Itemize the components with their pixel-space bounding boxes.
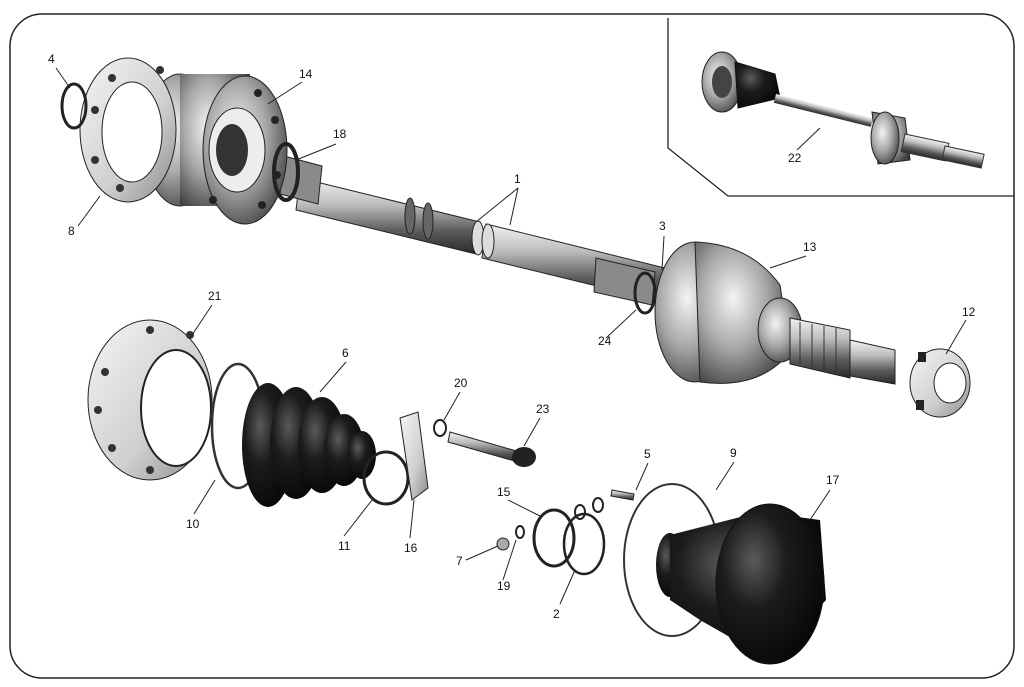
part-label-6: 6 xyxy=(342,346,349,360)
part-label-17: 17 xyxy=(826,473,840,487)
drawing-frame xyxy=(9,13,1015,679)
part-label-4: 4 xyxy=(48,52,55,66)
part-label-14: 14 xyxy=(299,67,313,81)
leader-line-7 xyxy=(465,545,499,561)
leader-line-16 xyxy=(409,499,415,539)
flange-plate xyxy=(79,57,177,203)
socket-bolt xyxy=(447,431,536,467)
part-label-8: 8 xyxy=(68,224,75,238)
leader-line-5 xyxy=(635,462,649,491)
nut-small xyxy=(496,537,510,551)
spacer-ring xyxy=(633,271,657,315)
part-label-10: 10 xyxy=(186,517,200,531)
circlip-flange xyxy=(60,82,88,130)
small-clamp xyxy=(362,450,410,506)
leader-line-21 xyxy=(189,304,213,339)
leader-line-14 xyxy=(267,81,303,105)
part-label-1: 1 xyxy=(514,172,521,186)
part-label-18: 18 xyxy=(333,127,347,141)
leader-line-1 xyxy=(509,187,519,226)
part-label-15: 15 xyxy=(497,485,511,499)
leader-line-15 xyxy=(507,499,541,517)
small-screw xyxy=(610,489,635,501)
washer-small xyxy=(515,525,525,539)
part-label-11: 11 xyxy=(338,539,351,553)
outer-boot xyxy=(656,503,826,665)
part-label-20: 20 xyxy=(454,376,468,390)
part-label-5: 5 xyxy=(644,447,651,461)
inset-label: 22 xyxy=(788,151,802,165)
leader-line-17 xyxy=(809,489,831,521)
o-ring xyxy=(433,419,447,437)
inset-assembled-shaft xyxy=(701,51,985,169)
leader-line-13 xyxy=(769,255,807,269)
leader-line-1 xyxy=(475,187,519,223)
part-label-21: 21 xyxy=(208,289,222,303)
boot-flange xyxy=(87,319,213,481)
outer-cv-joint xyxy=(654,241,896,385)
part-label-3: 3 xyxy=(659,219,666,233)
leader-line-24 xyxy=(605,309,637,339)
leader-line-23 xyxy=(523,417,541,447)
leader-line-20 xyxy=(443,391,461,421)
leader-line-8 xyxy=(77,195,101,227)
part-label-23: 23 xyxy=(536,402,550,416)
leader-line-18 xyxy=(295,143,337,161)
main-shaft xyxy=(279,155,666,306)
bracket-plate xyxy=(399,411,429,501)
leader-line-10 xyxy=(193,479,216,515)
leader-line-11 xyxy=(343,499,373,537)
part-label-19: 19 xyxy=(497,579,511,593)
shaft-circlip xyxy=(272,142,300,202)
part-label-9: 9 xyxy=(730,446,737,460)
leader-line-3 xyxy=(661,235,665,271)
part-label-7: 7 xyxy=(456,554,463,568)
leader-line-19 xyxy=(502,539,517,581)
part-label-13: 13 xyxy=(803,240,817,254)
part-label-2: 2 xyxy=(553,607,560,621)
circlip-small-a xyxy=(574,504,586,520)
leader-line-4 xyxy=(55,67,71,89)
part-label-12: 12 xyxy=(962,305,976,319)
leader-line-9 xyxy=(715,461,735,491)
circlip-small-b xyxy=(592,497,604,513)
part-label-16: 16 xyxy=(404,541,418,555)
part-label-24: 24 xyxy=(598,334,612,348)
castellated-nut xyxy=(909,348,971,418)
leader-line-12 xyxy=(945,319,967,355)
leader-line-2 xyxy=(559,569,576,605)
rubber-boot xyxy=(242,383,376,507)
inset-panel: 22 xyxy=(667,18,1014,197)
circlip-large xyxy=(562,512,606,576)
leader-line-6 xyxy=(319,361,347,393)
snap-ring xyxy=(532,508,576,568)
